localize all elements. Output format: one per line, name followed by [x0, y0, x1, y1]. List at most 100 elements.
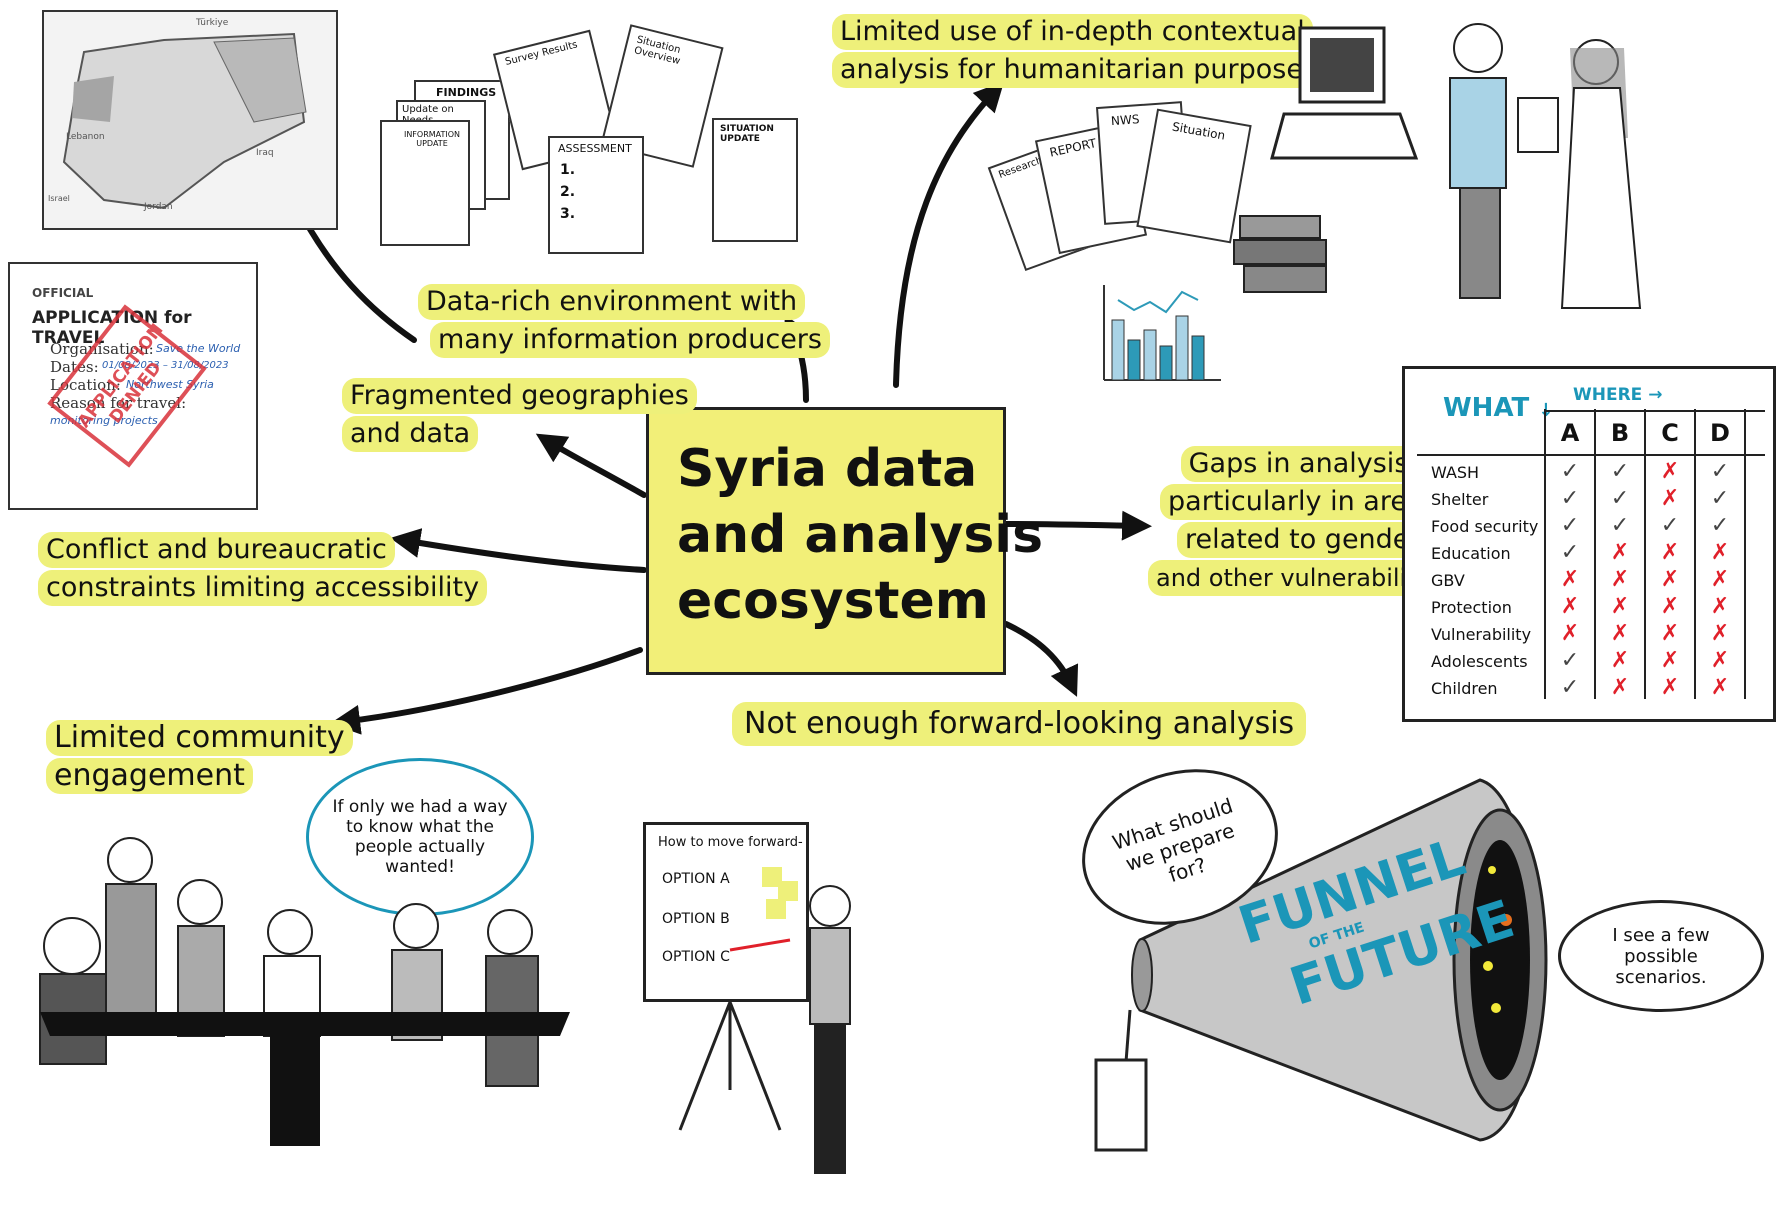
matrix-column-header: C [1661, 419, 1679, 447]
arrow-to-contextual [893, 81, 1005, 388]
right-arrow-icon: → [1648, 385, 1663, 405]
situation-title: Situation [1171, 119, 1227, 143]
cross-icon: ✗ [1660, 486, 1680, 511]
form-field-label: Reason for travel: [50, 394, 187, 412]
syria-map: Türkiye Lebanon Iraq Jordan Israel [42, 10, 338, 230]
check-icon: ✓ [1610, 486, 1630, 511]
matrix-row-label: Protection [1431, 598, 1512, 617]
matrix-what-text: WHAT [1443, 393, 1530, 423]
topic-line: analysis for humanitarian purposes [832, 52, 1326, 88]
sticky-note [762, 867, 782, 887]
topic-line: related to gender [1177, 522, 1429, 558]
matrix-row-label: Shelter [1431, 490, 1489, 509]
assessment-title: ASSESSMENT [558, 142, 632, 155]
form-field-label: Organisation: [50, 340, 154, 358]
cross-icon: ✗ [1660, 567, 1680, 592]
report-title: REPORT [1048, 136, 1098, 160]
arrow-to-conflict [390, 528, 647, 573]
cross-icon: ✗ [1560, 594, 1580, 619]
topic-line: Limited community [46, 720, 353, 756]
form-title: APPLICATION for TRAVEL [32, 308, 192, 348]
matrix-where-text: WHERE [1573, 385, 1643, 405]
arrow-to-gaps [1003, 510, 1152, 541]
sticky-note [778, 881, 798, 901]
arrow-to-fragmented [535, 433, 647, 498]
presenter-illustration [678, 885, 853, 1174]
cross-icon: ✗ [1710, 675, 1730, 700]
info-update-document: INFORMATION UPDATE [380, 120, 470, 246]
central-line: and analysis [677, 505, 1044, 565]
arrow-to-community [330, 647, 643, 735]
laptop-icon [1270, 26, 1419, 160]
flipchart: How to move forward- OPTION A OPTION B O… [643, 822, 809, 1002]
community-speech-bubble: If only we had a way to know what the pe… [306, 758, 534, 916]
cross-icon: ✗ [1660, 594, 1680, 619]
cross-icon: ✗ [1710, 594, 1730, 619]
form-field-value: monitoring projects [50, 414, 158, 427]
two-people-illustration [1449, 23, 1642, 309]
matrix-column-header: B [1610, 419, 1630, 447]
assessment-document: ASSESSMENT 1. 2. 3. [548, 136, 644, 254]
matrix-row-label: Food security [1431, 517, 1539, 536]
situation-update-title: SITUATION UPDATE [720, 124, 774, 144]
bar-chart-icon [1103, 285, 1221, 381]
cross-icon: ✗ [1660, 459, 1680, 484]
map-label: Iraq [256, 148, 274, 158]
check-icon: ✓ [1560, 459, 1580, 484]
check-icon: ✓ [1710, 459, 1730, 484]
assessment-item: 3. [560, 206, 576, 222]
info-update-title: INFORMATION UPDATE [403, 130, 461, 148]
central-topic-box: Syria data and analysis ecosystem [646, 407, 1044, 675]
arrow-to-forward [1003, 621, 1079, 697]
assessment-item: 2. [560, 184, 576, 200]
map-label: Jordan [144, 202, 173, 212]
form-official-label: OFFICIAL [32, 286, 94, 300]
check-icon: ✓ [1560, 540, 1580, 565]
check-icon: ✓ [1560, 648, 1580, 673]
matrix-row-label: Education [1431, 544, 1511, 563]
cross-icon: ✗ [1610, 567, 1630, 592]
topic-line: Limited use of in-depth contextual [832, 14, 1313, 50]
matrix-row-label: Adolescents [1431, 652, 1528, 671]
topic-data-rich: Data-rich environment with many informat… [418, 284, 830, 360]
central-line: Syria data [677, 439, 978, 499]
findings-title: FINDINGS [436, 86, 497, 99]
topic-line: and data [342, 416, 479, 452]
matrix-row-label: Vulnerability [1431, 625, 1532, 644]
check-icon: ✓ [1560, 675, 1580, 700]
map-label: Lebanon [66, 132, 105, 142]
books-icon [1233, 215, 1327, 293]
map-shape [62, 32, 307, 210]
topic-line: Conflict and bureaucratic [38, 532, 395, 568]
check-icon: ✓ [1560, 486, 1580, 511]
cross-icon: ✗ [1710, 540, 1730, 565]
cross-icon: ✗ [1610, 594, 1630, 619]
cross-icon: ✗ [1610, 540, 1630, 565]
cross-icon: ✗ [1610, 675, 1630, 700]
map-label: Türkiye [196, 18, 229, 28]
topic-line: Not enough forward-looking analysis [732, 702, 1307, 746]
matrix-row-label: GBV [1431, 571, 1465, 590]
matrix-grid [1417, 409, 1765, 699]
cross-icon: ✗ [1710, 567, 1730, 592]
matrix-row-label: WASH [1431, 463, 1480, 482]
cross-icon: ✗ [1710, 648, 1730, 673]
coverage-matrix: WHAT ↓ WHERE → A B C D WASH✓✓✗✓Shelter✓✓… [1402, 366, 1776, 722]
flipchart-option: OPTION B [662, 911, 730, 927]
matrix-row-label: Children [1431, 679, 1498, 698]
meeting-illustration [39, 837, 570, 1146]
situation-update-document: SITUATION UPDATE [712, 118, 798, 242]
topic-community: Limited community engagement [46, 720, 353, 796]
check-icon: ✓ [1610, 459, 1630, 484]
check-icon: ✓ [1560, 513, 1580, 538]
topic-conflict: Conflict and bureaucratic constraints li… [38, 532, 488, 608]
central-line: ecosystem [677, 571, 989, 631]
scenarios-speech-bubble: I see a few possible scenarios. [1558, 900, 1764, 1012]
form-field-value: 01/08/2023 – 31/08/2023 [102, 360, 229, 371]
cross-icon: ✗ [1660, 540, 1680, 565]
check-icon: ✓ [1710, 486, 1730, 511]
cross-icon: ✗ [1610, 621, 1630, 646]
check-icon: ✓ [1710, 513, 1730, 538]
form-field-label: Location: [50, 376, 121, 394]
